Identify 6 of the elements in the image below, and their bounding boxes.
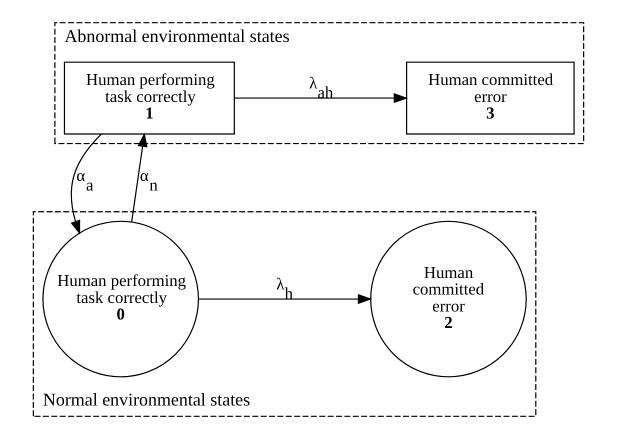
node-circle: Human committed error 2 [370, 220, 527, 378]
arrow [198, 294, 372, 304]
node-box: Human committed error 3 [406, 62, 575, 135]
arrow [131, 132, 148, 222]
arrow [234, 93, 408, 104]
node-box: Human performing task correctly 1 [64, 62, 235, 135]
